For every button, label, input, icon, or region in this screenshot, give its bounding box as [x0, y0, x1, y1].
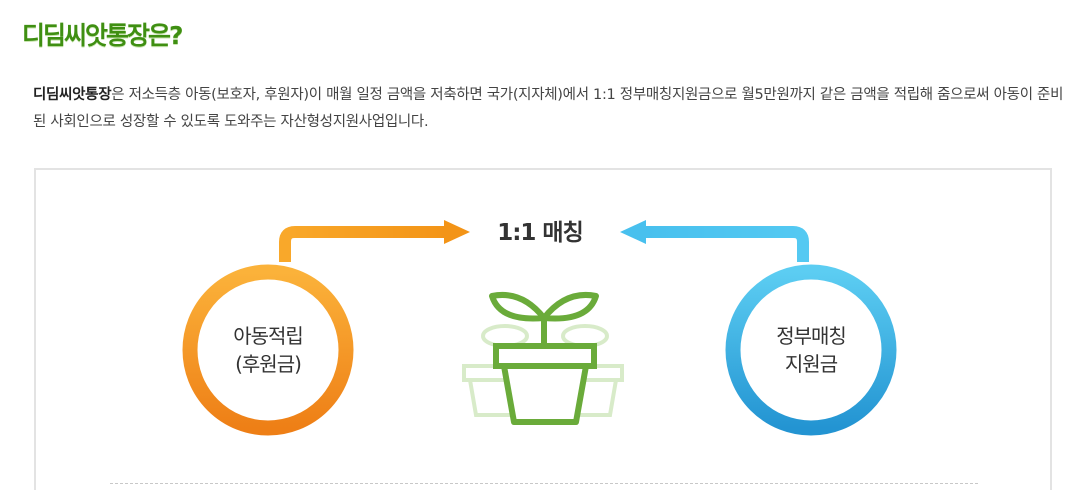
child-savings-line2: (후원금) — [235, 352, 302, 376]
gov-matching-line1: 정부매칭 — [776, 324, 847, 348]
child-savings-line1: 아동적립 — [233, 324, 304, 348]
gov-matching-circle — [725, 264, 897, 436]
gov-matching-line2: 지원금 — [784, 352, 838, 376]
blue-arrow-icon — [620, 220, 809, 262]
matching-label: 1:1 매칭 — [497, 220, 584, 246]
sprout-pot-icon — [462, 292, 624, 425]
intro-text: 은 저소득층 아동(보호자, 후원자)이 매월 일정 금액을 저축하면 국가(지… — [33, 87, 1064, 130]
page-title: 디딤씨앗통장은? — [22, 21, 184, 50]
intro-paragraph: 디딤씨앗통장은 저소득층 아동(보호자, 후원자)이 매월 일정 금액을 저축하… — [33, 82, 1073, 136]
child-savings-circle — [182, 264, 354, 436]
intro-brand-name: 디딤씨앗통장 — [33, 87, 112, 103]
divider — [110, 483, 978, 484]
child-savings-label: 아동적립 (후원금) — [208, 322, 328, 378]
orange-arrow-icon — [279, 220, 470, 262]
gov-matching-label: 정부매칭 지원금 — [746, 322, 876, 378]
